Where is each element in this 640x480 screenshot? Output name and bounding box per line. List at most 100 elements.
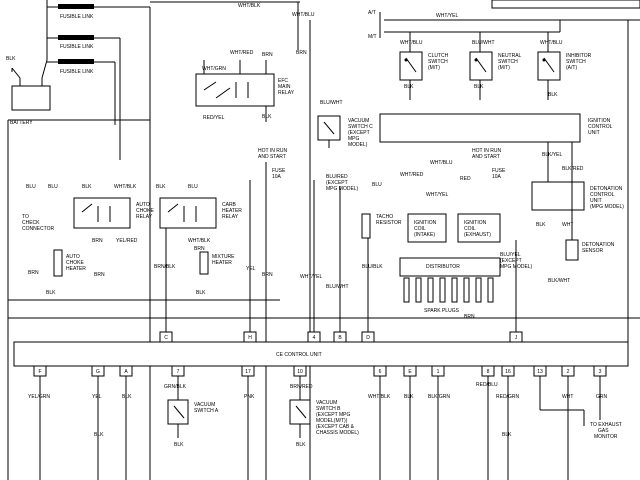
conn-j: J (515, 335, 518, 341)
svg-text:(INTAKE): (INTAKE) (414, 232, 435, 238)
svg-text:IGNITION: IGNITION (464, 220, 487, 226)
distributor: DISTRIBUTOR SPARK PLUGS (399, 257, 501, 314)
center-brn: BRN (262, 272, 273, 278)
efc-wht-grn: WHT/GRN (202, 66, 226, 72)
carb-heater-relay: CARB HEATER RELAY WHT/BLK BRN (159, 197, 242, 252)
neutral-switch: NEUTRAL SWITCH (M/T) BLK (469, 51, 522, 100)
vsc-blu-wht: BLU/WHT (320, 100, 343, 106)
conn-17: 17 (245, 369, 251, 375)
wire-label-wht-blu-top: WHT/BLU (292, 12, 315, 18)
ce-connectors-bottom: F G A 7 17 10 6 E 1 8 16 13 2 3 (33, 365, 607, 377)
conn-1: 1 (437, 369, 440, 375)
inhibitor-switch: INHIBITOR SWITCH (A/T) BLK (537, 51, 592, 100)
exhaust-gas-monitor: TO EXHAUST GAS MONITOR (540, 409, 622, 440)
icu-blk-yel: BLK/YEL (542, 152, 563, 158)
conn-13: 13 (537, 369, 543, 375)
svg-text:HOT IN RUN: HOT IN RUN (472, 148, 501, 154)
wire-label-inhibitor-top: WHT/BLU (540, 40, 563, 46)
b-brn-red: BRN/RED (290, 384, 313, 390)
b-yel: YEL (92, 394, 102, 400)
svg-text:10A: 10A (272, 174, 282, 180)
center-yel: YEL (246, 266, 256, 272)
icu-wht-blu: WHT/BLU (430, 160, 453, 166)
battery: BLK BATTERY (6, 56, 51, 126)
spark-plugs-label: SPARK PLUGS (424, 308, 460, 314)
brn-bottom: BRN (464, 314, 475, 320)
svg-text:CHASSIS MODEL): CHASSIS MODEL) (316, 430, 359, 436)
wire-label-neutral-top: BLU/WHT (472, 40, 495, 46)
svg-text:VACUUM: VACUUM (348, 118, 369, 124)
svg-text:(M/T): (M/T) (498, 65, 510, 71)
left-blu-2: BLU (48, 184, 58, 190)
svg-text:EFC: EFC (278, 78, 288, 84)
b-wht: WHT (562, 394, 573, 400)
coil-wht-yel: WHT/YEL (426, 192, 448, 198)
spark-plugs (403, 277, 494, 303)
conn-h: H (248, 335, 252, 341)
svg-text:SWITCH: SWITCH (428, 59, 448, 65)
fusible-link-label-3: FUSIBLE LINK (60, 69, 94, 75)
svg-text:COIL: COIL (414, 226, 426, 232)
conn-6: 6 (379, 369, 382, 375)
b-blk-2: BLK (404, 394, 414, 400)
wire-label-wht-blk: WHT/BLK (238, 3, 261, 9)
svg-text:BLU/YEL: BLU/YEL (500, 252, 521, 258)
vsa-blk: BLK (174, 442, 184, 448)
left-wht-blk: WHT/BLK (114, 184, 137, 190)
clutch-blk: BLK (404, 84, 414, 90)
mh-brn-blk: BRN/BLK (154, 264, 176, 270)
svg-text:(A/T): (A/T) (566, 65, 577, 71)
to-check-connector-label: CONNECTOR (22, 226, 55, 232)
svg-text:(M/T): (M/T) (428, 65, 440, 71)
battery-ground-label: BLK (6, 56, 16, 62)
svg-text:SWITCH: SWITCH (566, 59, 586, 65)
b-wht-blk: WHT/BLK (368, 394, 391, 400)
mh-blk: BLK (196, 290, 206, 296)
efc-blk: BLK (262, 114, 272, 120)
clutch-switch: CLUTCH SWITCH (M/T) BLK (399, 51, 449, 100)
chr-brn: BRN (194, 246, 205, 252)
svg-text:MODEL(M/T)): MODEL(M/T)) (316, 418, 348, 424)
left-blu-3: BLU (188, 184, 198, 190)
ignition-coil-exhaust: IGNITION COIL (EXHAUST) (457, 213, 501, 243)
svg-text:UNIT: UNIT (590, 198, 602, 204)
svg-text:FUSE: FUSE (272, 168, 286, 174)
conn-f: F (38, 369, 41, 375)
svg-text:MPG: MPG (348, 136, 360, 142)
conn-8: 8 (487, 369, 490, 375)
center-blu: BLU (372, 182, 382, 188)
wire-label-clutch-top: WHT/BLU (400, 40, 423, 46)
sensor-blk-wht: BLK/WHT (548, 278, 570, 284)
svg-text:DETONATION: DETONATION (590, 186, 623, 192)
auto-choke-relay: AUTO CHOKE RELAY BRN YEL/RED (73, 197, 154, 244)
conn-16: 16 (505, 369, 511, 375)
svg-text:(EXCEPT MPG: (EXCEPT MPG (316, 412, 350, 418)
inhibitor-blk: BLK (548, 92, 558, 98)
center-blu-wht: BLU/WHT (326, 284, 349, 290)
ach-blk: BLK (46, 290, 56, 296)
conn-10: 10 (297, 369, 303, 375)
svg-text:RELAY: RELAY (136, 214, 153, 220)
acr-brn: BRN (92, 238, 103, 244)
svg-text:IGNITION: IGNITION (588, 118, 611, 124)
ach-brn: BRN (28, 270, 39, 276)
svg-text:IGNITION: IGNITION (414, 220, 437, 226)
b-red-blu: RED/BLU (476, 382, 498, 388)
svg-text:HEATER: HEATER (66, 266, 86, 272)
conn-7: 7 (177, 369, 180, 375)
auto-choke-heater: AUTO CHOKE HEATER BRN BLK (28, 249, 86, 296)
center-blu-blk: BLU/BLK (362, 264, 383, 270)
center-wht-yel: WHT/YEL (300, 274, 322, 280)
ce-connectors-top: C H 4 B D J (159, 331, 523, 343)
b-red-grn: RED/GRN (496, 394, 519, 400)
conn-d: D (366, 335, 370, 341)
svg-text:SENSOR: SENSOR (582, 248, 604, 254)
svg-text:SWITCH A: SWITCH A (194, 408, 219, 414)
svg-text:TO EXHAUST: TO EXHAUST (590, 422, 622, 428)
neutral-blk: BLK (474, 84, 484, 90)
svg-text:NEUTRAL: NEUTRAL (498, 53, 522, 59)
svg-text:CONTROL: CONTROL (588, 124, 613, 130)
icu-wht-red: WHT/RED (400, 172, 424, 178)
